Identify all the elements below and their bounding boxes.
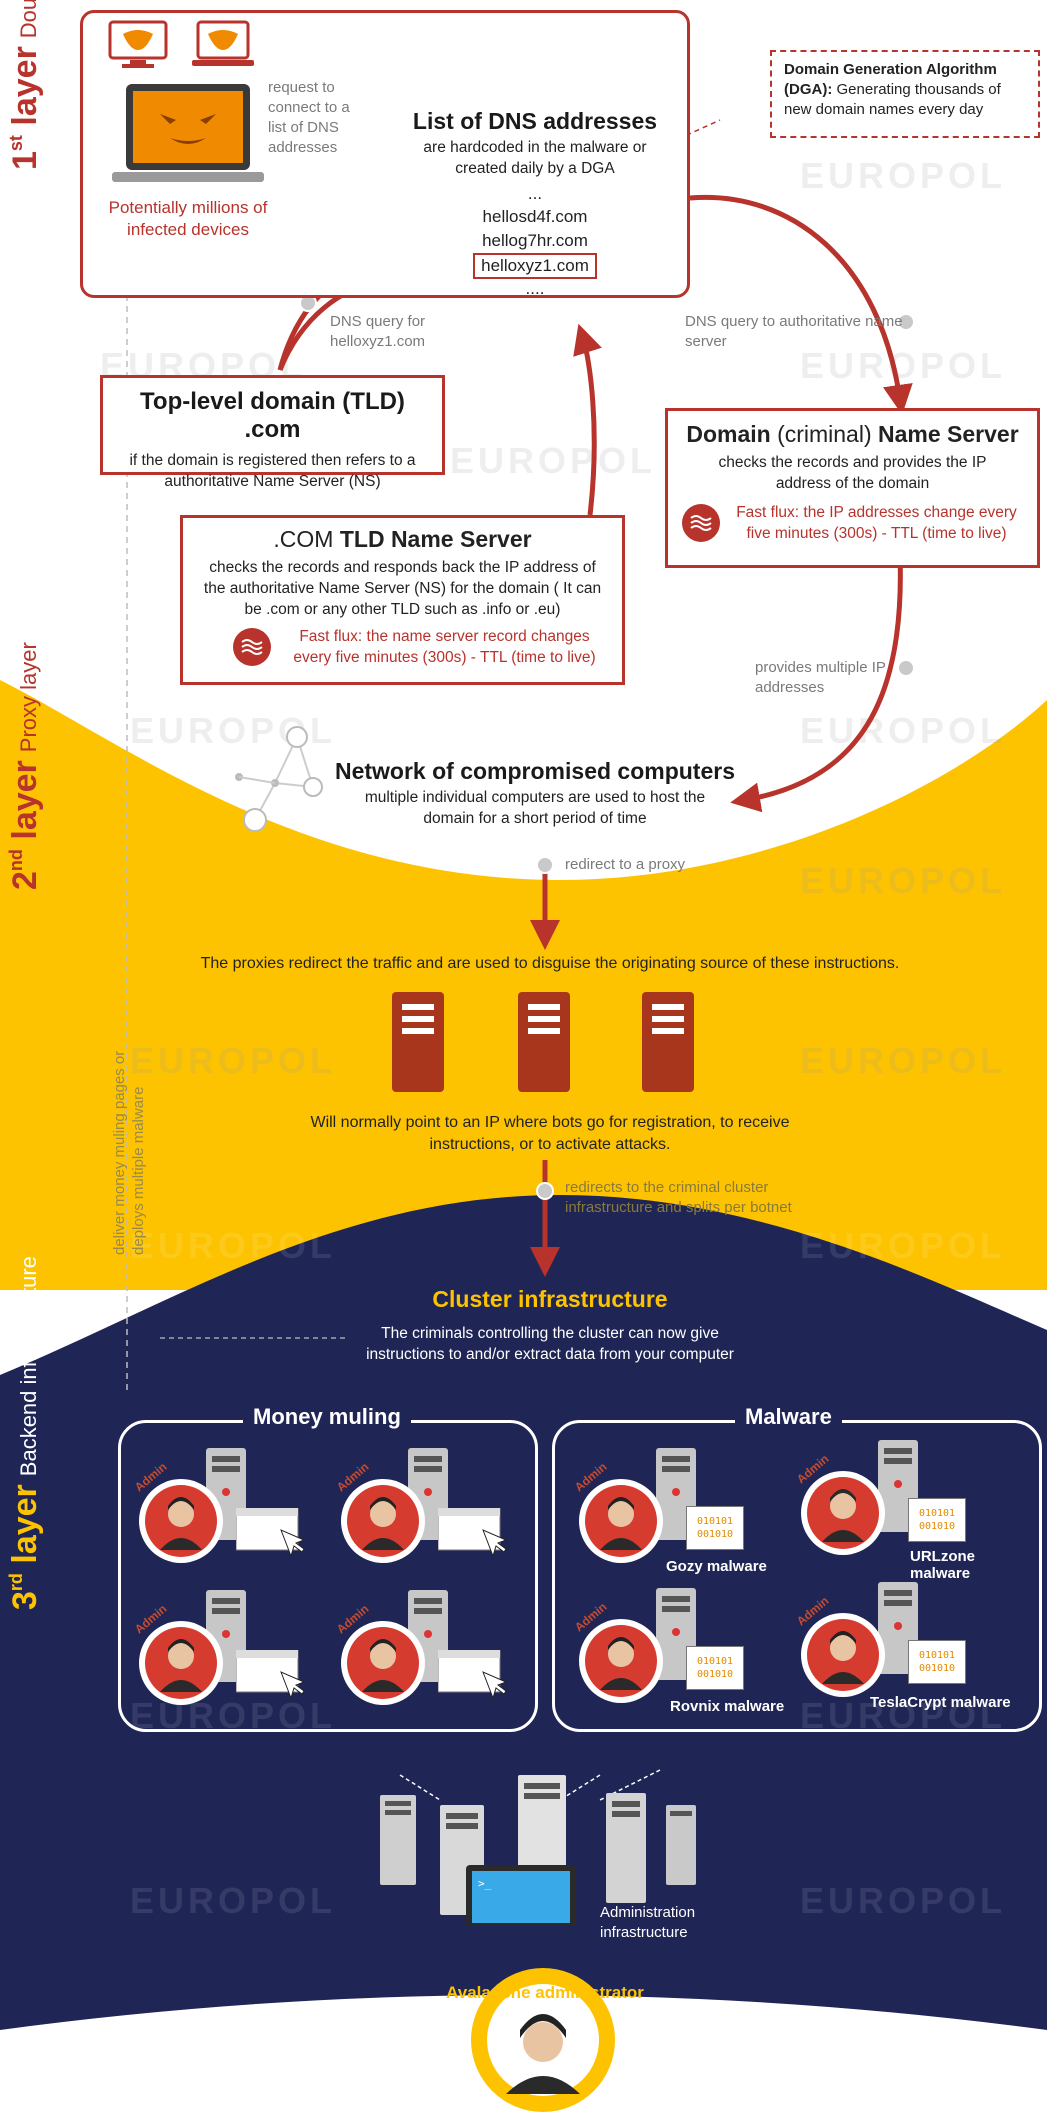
svg-text:>_: >_: [478, 1877, 492, 1890]
dns-list-title: List of DNS addresses: [412, 108, 658, 134]
malware-label: Gozy malware: [666, 1558, 767, 1575]
provides-ips-note: provides multiple IP addresses: [755, 659, 886, 696]
admin-infrastructure-icon: >_: [380, 1775, 696, 1925]
hacker-avatar-icon: [579, 1479, 663, 1563]
deliver-note: deliver money muling pages or deploys mu…: [111, 1050, 147, 1255]
watermark: EUROPOL: [130, 1880, 337, 1921]
network-title: Network of compromised computers: [334, 758, 736, 784]
domain-ns-desc: checks the records and provides the IP a…: [718, 454, 987, 492]
dga-box: Domain Generation Algorithm (DGA): Gener…: [770, 50, 1040, 138]
cluster-block: Cluster infrastructure The criminals con…: [340, 1286, 760, 1365]
dns-query-auth-note: DNS query to authoritative name server: [685, 313, 903, 350]
com-ns-title: .COM TLD Name Server: [273, 526, 532, 552]
proxy-server-icon: [642, 992, 694, 1092]
proxy-server-icon: [392, 992, 444, 1092]
browser-window-icon: [236, 1650, 306, 1700]
domain-ns-box: Domain (criminal) Name Server checks the…: [665, 408, 1040, 568]
admin-unit: Admin: [334, 1590, 530, 1710]
malware-label: TeslaCrypt malware: [870, 1694, 1011, 1711]
browser-window-icon: [438, 1650, 508, 1700]
domain-ns-fastflux: Fast flux: the IP addresses change every…: [682, 502, 1023, 544]
malware-label: URLzone malware: [910, 1548, 975, 1582]
hacker-avatar-icon: [139, 1479, 223, 1563]
browser-window-icon: [236, 1508, 306, 1558]
dns-query-tld-note: DNS query for helloxyz1.com: [330, 313, 426, 350]
infected-monitor-icon: [108, 20, 168, 68]
watermark: EUROPOL: [800, 155, 1007, 196]
proxy-server-icon: [518, 992, 570, 1092]
fast-flux-icon: [682, 504, 720, 542]
tld-title: Top-level domain (TLD) .com: [140, 388, 405, 443]
tld-box: Top-level domain (TLD) .com if the domai…: [100, 375, 445, 490]
watermark: EUROPOL: [800, 1880, 1007, 1921]
request-note: request to connect to a list of DNS addr…: [268, 79, 350, 156]
hacker-avatar-icon: [801, 1613, 885, 1697]
cluster-title: Cluster infrastructure: [432, 1286, 668, 1312]
dns-list-item: ...: [527, 184, 543, 203]
dns-list-item: ....: [525, 279, 545, 298]
hacker-avatar-icon: [579, 1619, 663, 1703]
watermark: EUROPOL: [450, 440, 657, 481]
money-muling-title: Money muling: [243, 1404, 411, 1430]
dns-list-item: hellog7hr.com: [482, 231, 588, 250]
network-desc: multiple individual computers are used t…: [364, 789, 706, 827]
watermark: EUROPOL: [800, 345, 1007, 386]
dns-list-item: hellosd4f.com: [482, 207, 588, 226]
redirect-cluster-note: redirects to the criminal cluster infras…: [565, 1179, 792, 1216]
watermark: EUROPOL: [800, 1040, 1007, 1081]
watermark: EUROPOL: [130, 1225, 337, 1266]
proxy-point: Will normally point to an IP where bots …: [310, 1114, 790, 1153]
avalanche-admin-label: Avalanche administrator: [446, 1983, 644, 2002]
infected-laptop-icon: [112, 84, 264, 182]
watermark: EUROPOL: [800, 710, 1007, 751]
hacker-avatar-icon: [341, 1479, 425, 1563]
dga-title: Domain Generation Algorithm (DGA):: [784, 61, 997, 98]
domain-ns-title: Domain (criminal) Name Server: [686, 421, 1019, 447]
infected-devices-label: Potentially millions of infected devices: [108, 198, 268, 239]
proxy-text: The proxies redirect the traffic and are…: [200, 955, 900, 972]
com-ns-desc: checks the records and responds back the…: [203, 559, 602, 618]
avalanche-admin-avatar-icon: [471, 1968, 615, 2112]
fast-flux-icon: [233, 628, 271, 666]
network-block: Network of compromised computers multipl…: [320, 758, 750, 829]
infected-laptop-small-icon: [192, 20, 254, 66]
admin-unit: Admin: [132, 1448, 328, 1568]
hacker-avatar-icon: [139, 1621, 223, 1705]
dga-desc: Generating thousands of new domain names…: [784, 81, 1001, 118]
com-ns-box: .COM TLD Name Server checks the records …: [180, 515, 625, 685]
hacker-avatar-icon: [801, 1471, 885, 1555]
cluster-desc: The criminals controlling the cluster ca…: [366, 1325, 734, 1363]
hacker-avatar-icon: [341, 1621, 425, 1705]
browser-window-icon: [438, 1508, 508, 1558]
malware-title: Malware: [735, 1404, 842, 1430]
redirect-proxy-note: redirect to a proxy: [565, 856, 686, 873]
network-icon: [235, 726, 323, 832]
dns-list-desc: are hardcoded in the malware or created …: [423, 139, 647, 177]
admin-infrastructure-label: Administration infrastructure: [600, 1904, 696, 1941]
com-ns-fastflux: Fast flux: the name server record change…: [233, 626, 608, 668]
admin-unit: Admin: [334, 1448, 530, 1568]
dns-list: List of DNS addresses are hardcoded in t…: [385, 108, 685, 299]
malware-label: Rovnix malware: [670, 1698, 785, 1715]
watermark: EUROPOL: [130, 1040, 337, 1081]
watermark: EUROPOL: [800, 860, 1007, 901]
tld-desc: if the domain is registered then refers …: [129, 452, 416, 490]
admin-unit: Admin: [132, 1590, 328, 1710]
dns-list-item-highlight: helloxyz1.com: [473, 253, 597, 279]
watermark: EUROPOL: [800, 1225, 1007, 1266]
